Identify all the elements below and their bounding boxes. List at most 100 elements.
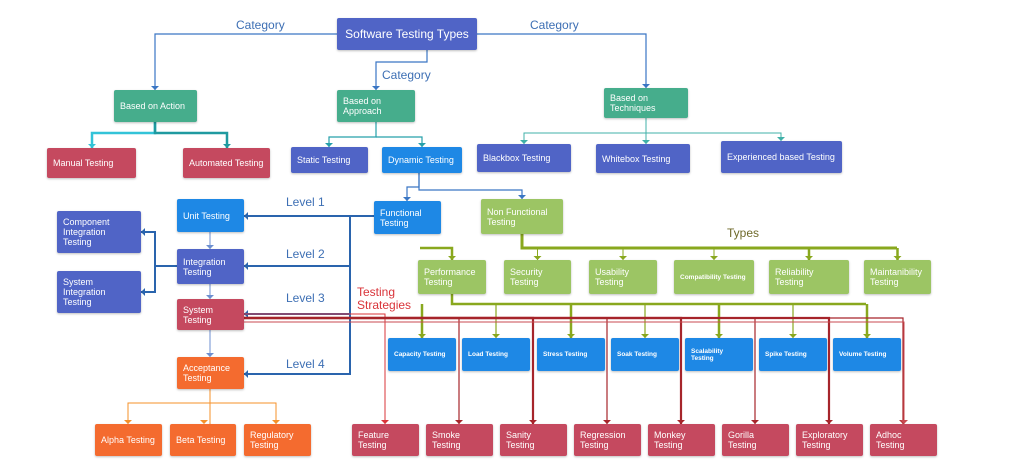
nodes-whitebox-node[interactable]: Whitebox Testing — [596, 144, 690, 173]
nodes-nonfunctional-node[interactable]: Non Functional Testing — [481, 199, 563, 234]
performance-2-node[interactable]: Stress Testing — [537, 338, 605, 371]
connector-7 — [523, 118, 647, 144]
edge-label-category: Category — [382, 68, 431, 82]
performance-3-node[interactable]: Soak Testing — [611, 338, 679, 371]
connector-21 — [127, 389, 211, 424]
arrowhead — [418, 143, 426, 147]
connector-1 — [477, 33, 647, 88]
connector-3 — [90, 122, 157, 148]
connector-41 — [244, 316, 535, 424]
connector-0 — [154, 33, 337, 90]
strategies-1-node[interactable]: Smoke Testing — [426, 424, 493, 456]
nodes-alpha-node[interactable]: Alpha Testing — [95, 424, 162, 456]
nodes-acceptance-node[interactable]: Acceptance Testing — [177, 357, 244, 389]
performance-0-node[interactable]: Capacity Testing — [388, 338, 456, 371]
performance-5-node[interactable]: Spike Testing — [759, 338, 827, 371]
performance-4-node[interactable]: Scalability Testing — [685, 338, 753, 371]
arrowhead — [200, 420, 208, 424]
arrowhead — [751, 420, 759, 424]
nodes-techniques-node[interactable]: Based on Techniques — [604, 88, 688, 118]
arrowhead — [244, 212, 248, 220]
arrowhead — [88, 144, 96, 148]
types-4-node[interactable]: Reliability Testing — [769, 260, 849, 294]
nodes-automated-node[interactable]: Automated Testing — [183, 148, 270, 178]
nodes-action-node[interactable]: Based on Action — [114, 90, 197, 122]
strategies-0-node[interactable]: Feature Testing — [352, 424, 419, 456]
arrowhead — [567, 334, 575, 338]
root-node[interactable]: Software Testing Types — [337, 18, 477, 50]
arrowhead — [715, 334, 723, 338]
connector-10 — [406, 173, 420, 201]
arrowhead — [381, 420, 389, 424]
connector-45 — [244, 316, 831, 424]
arrowhead — [520, 140, 528, 144]
nodes-functional-node[interactable]: Functional Testing — [374, 201, 441, 234]
arrowhead — [372, 86, 380, 90]
arrowhead — [533, 256, 542, 260]
nodes-component-node[interactable]: Component Integration Testing — [57, 211, 141, 253]
arrowhead — [900, 420, 908, 424]
arrowhead — [710, 256, 718, 260]
arrowhead — [619, 256, 627, 260]
nodes-system-node[interactable]: System Testing — [177, 299, 244, 330]
nodes-unit-node[interactable]: Unit Testing — [177, 199, 244, 232]
nodes-dynamic-node[interactable]: Dynamic Testing — [382, 147, 462, 173]
arrowhead — [893, 256, 902, 260]
arrowhead — [642, 84, 650, 88]
performance-6-node[interactable]: Volume Testing — [833, 338, 901, 371]
edge-label-category: Category — [530, 18, 579, 32]
arrowhead — [244, 262, 248, 270]
connector-47 — [244, 321, 905, 424]
connector-44 — [244, 317, 756, 424]
nodes-manual-node[interactable]: Manual Testing — [47, 148, 136, 178]
nodes-approach-node[interactable]: Based on Approach — [337, 90, 415, 122]
arrowhead — [603, 420, 611, 424]
arrowhead — [777, 137, 785, 141]
connector-31 — [450, 294, 866, 306]
strategies-7-node[interactable]: Adhoc Testing — [870, 424, 937, 456]
arrowhead — [455, 420, 463, 424]
nodes-experienced-node[interactable]: Experienced based Testing — [721, 141, 842, 173]
connector-5 — [328, 122, 377, 147]
nodes-regulatory-node[interactable]: Regulatory Testing — [244, 424, 311, 456]
nodes-blackbox-node[interactable]: Blackbox Testing — [477, 144, 571, 172]
edge-label-category: Category — [236, 18, 285, 32]
types-5-node[interactable]: Maintanibility Testing — [864, 260, 931, 294]
arrowhead — [141, 288, 145, 296]
performance-1-node[interactable]: Load Testing — [462, 338, 530, 371]
nodes-static-node[interactable]: Static Testing — [291, 147, 368, 173]
strategies-5-node[interactable]: Gorilla Testing — [722, 424, 789, 456]
types-0-node[interactable]: Performance Testing — [418, 260, 486, 294]
arrowhead — [863, 334, 871, 338]
nodes-integration-node[interactable]: Integration Testing — [177, 249, 244, 284]
arrowhead — [641, 334, 649, 338]
types-2-node[interactable]: Usability Testing — [589, 260, 657, 294]
arrowhead — [206, 353, 214, 357]
strategies-6-node[interactable]: Exploratory Testing — [796, 424, 863, 456]
connector-39 — [244, 313, 386, 424]
strategies-3-node[interactable]: Regression Testing — [574, 424, 641, 456]
connector-22 — [210, 402, 277, 424]
types-1-node[interactable]: Security Testing — [504, 260, 571, 294]
arrowhead — [223, 144, 231, 148]
edge-label-level4: Level 4 — [286, 357, 325, 371]
strategies-2-node[interactable]: Sanity Testing — [500, 424, 567, 456]
arrowhead — [492, 334, 500, 338]
arrowhead — [805, 256, 813, 260]
nodes-sysint-node[interactable]: System Integration Testing — [57, 271, 141, 313]
arrowhead — [418, 334, 426, 338]
connector-43 — [244, 316, 683, 424]
connector-24 — [520, 234, 897, 250]
edge-label-level1: Level 1 — [286, 195, 325, 209]
types-3-node[interactable]: Compatibility Testing — [674, 260, 754, 294]
strategies-4-node[interactable]: Monkey Testing — [648, 424, 715, 456]
arrowhead — [825, 420, 833, 424]
connector-42 — [244, 317, 608, 424]
arrowhead — [789, 334, 797, 338]
arrowhead — [518, 195, 526, 199]
connector-11 — [418, 173, 523, 199]
nodes-beta-node[interactable]: Beta Testing — [170, 424, 236, 456]
connector-12 — [244, 215, 374, 375]
